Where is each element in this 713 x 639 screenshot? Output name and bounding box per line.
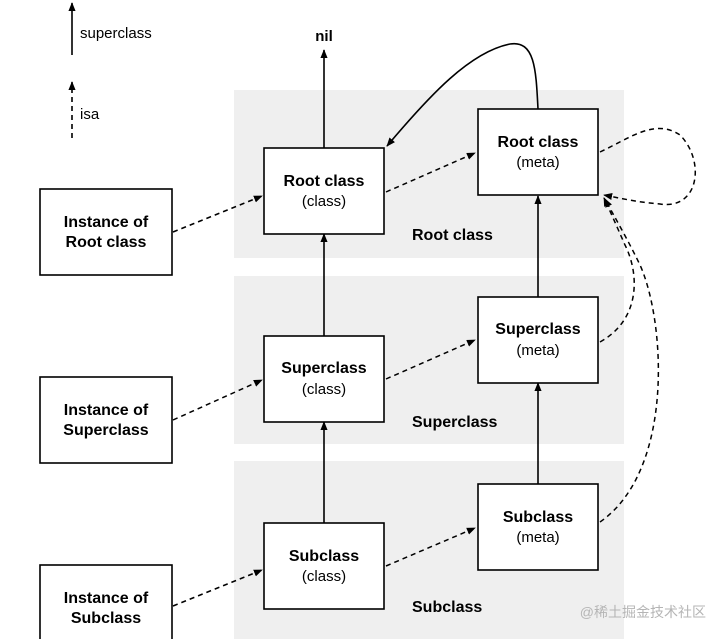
band-label-superclass: Superclass (412, 414, 497, 431)
legend-isa-label: isa (80, 106, 100, 123)
node-instance-of-superclass: Instance of Superclass (39, 376, 173, 464)
node-line-2: Root class (66, 234, 147, 251)
node-subclass-meta: Subclass (meta) (477, 483, 599, 571)
node-title: Subclass (503, 509, 573, 526)
nil-label: nil (315, 28, 333, 45)
band-label-root-class: Root class (412, 227, 493, 244)
node-instance-of-root-class: Instance of Root class (39, 188, 173, 276)
node-title: Subclass (289, 548, 359, 565)
node-root-class-meta: Root class (meta) (477, 108, 599, 196)
node-subtitle: (meta) (516, 342, 559, 359)
node-title: Root class (284, 173, 365, 190)
legend-superclass-label: superclass (80, 25, 152, 42)
node-superclass-class: Superclass (class) (263, 335, 385, 423)
node-subtitle: (class) (302, 568, 346, 585)
band-label-subclass: Subclass (412, 599, 482, 616)
node-superclass-meta: Superclass (meta) (477, 296, 599, 384)
node-subtitle: (class) (302, 381, 346, 398)
node-line-2: Subclass (71, 610, 141, 627)
node-subtitle: (meta) (516, 154, 559, 171)
node-line-1: Instance of (64, 402, 149, 419)
node-subtitle: (class) (302, 193, 346, 210)
isa-submeta-to-rootmeta (599, 198, 660, 523)
node-subclass-class: Subclass (class) (263, 522, 385, 610)
isa-instance-root-to-rootclass (172, 195, 263, 233)
node-title: Root class (498, 134, 579, 151)
node-title: Superclass (281, 360, 366, 377)
node-line-2: Superclass (63, 422, 148, 439)
isa-rootclass-to-rootmeta (385, 152, 476, 193)
node-subtitle: (meta) (516, 529, 559, 546)
isa-superclass-to-supermeta (385, 339, 476, 380)
node-line-1: Instance of (64, 590, 149, 607)
isa-instance-sub-to-subclass (172, 569, 263, 607)
node-root-class-class: Root class (class) (263, 147, 385, 235)
arrow-rootmeta-to-rootclass (386, 42, 539, 147)
watermark: @稀土掘金技术社区 (580, 604, 706, 620)
node-line-1: Instance of (64, 214, 149, 231)
isa-supermeta-to-rootmeta (599, 197, 635, 343)
isa-instance-super-to-superclass (172, 379, 263, 421)
node-instance-of-subclass: Instance of Subclass (39, 564, 173, 639)
isa-subclass-to-submeta (385, 527, 476, 567)
isa-rootmeta-self-loop (599, 127, 697, 206)
node-title: Superclass (495, 321, 580, 338)
